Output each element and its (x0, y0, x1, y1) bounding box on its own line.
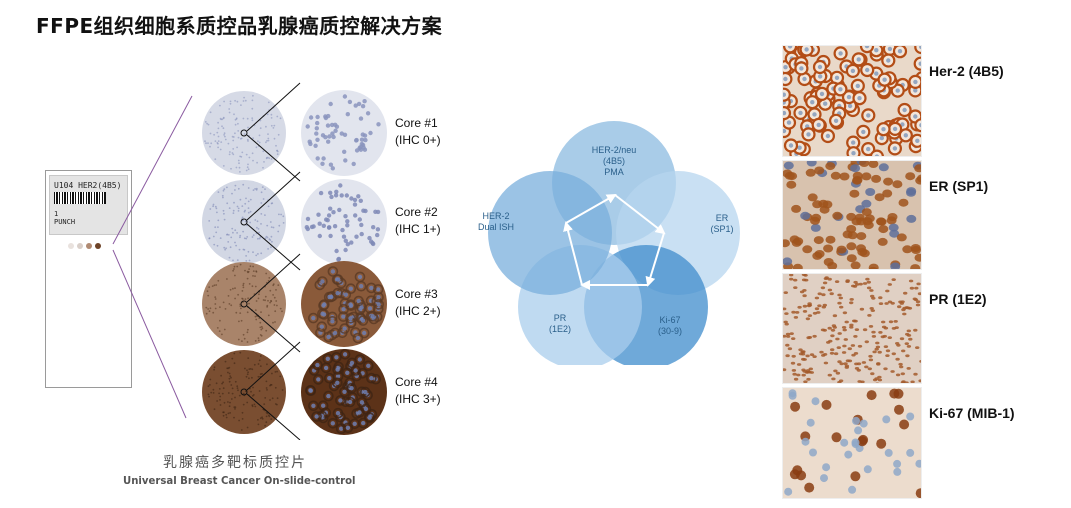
core-low-mag (202, 350, 286, 434)
core-label-4: Core #4 (IHC 3+) (395, 374, 441, 408)
slide-label-punch-text: PUNCH (54, 218, 76, 226)
stain-image (782, 387, 922, 499)
core-marker (240, 218, 248, 226)
venn-arrow (614, 194, 666, 235)
venn-label: ER(SP1) (710, 213, 734, 234)
slide-core-dot (77, 243, 83, 249)
venn-circles (488, 121, 740, 369)
stain-image (782, 45, 922, 157)
marker-venn-diagram: HER-2/neu(4B5)PMA ER(SP1) Ki-67(30-9) PR(1E… (470, 115, 760, 370)
core-score: (IHC 2+) (395, 304, 441, 318)
page-title: FFPE组织细胞系质控品乳腺癌质控解决方案 (36, 14, 443, 38)
venn-label: Ki-67(30-9) (657, 315, 682, 336)
core-low-mag (202, 91, 286, 175)
core-label-1: Core #1 (IHC 0+) (395, 115, 441, 149)
core-marker (240, 129, 248, 137)
core-score: (IHC 3+) (395, 392, 441, 406)
core-label-3: Core #3 (IHC 2+) (395, 286, 441, 320)
caption-english: Universal Breast Cancer On-slide-control (123, 474, 356, 487)
core-2 (202, 171, 387, 271)
core-4 (202, 341, 387, 440)
slide-cores (68, 243, 101, 249)
stain-marker-label: PR (1E2) (929, 291, 987, 307)
slide-label: U104 HER2(4B5) 1 PUNCH (49, 175, 128, 235)
slide-core-dot (95, 243, 101, 249)
venn-arrow (563, 221, 583, 286)
barcode-icon (54, 192, 106, 204)
core-low-mag (202, 262, 286, 346)
venn-arrow (645, 232, 665, 287)
stain-marker-label: ER (SP1) (929, 178, 989, 194)
core-name: Core #4 (395, 375, 438, 389)
zoom-line-bottom (112, 249, 187, 419)
core-marker (240, 388, 248, 396)
slide-core-dot (86, 243, 92, 249)
core-score: (IHC 0+) (395, 133, 441, 147)
slide-label-code: U104 HER2(4B5) (54, 181, 122, 190)
stain-marker-label: Her-2 (4B5) (929, 63, 1004, 79)
slide-label-number: 1 (54, 210, 59, 218)
slide-core-dot (68, 243, 74, 249)
stain-marker-label: Ki-67 (MIB-1) (929, 405, 1015, 421)
core-low-mag (202, 180, 286, 264)
core-3 (202, 253, 387, 353)
caption-chinese: 乳腺癌多靶标质控片 (163, 455, 307, 471)
stain-image (782, 160, 922, 270)
stain-image (782, 273, 922, 384)
venn-arrow (565, 194, 617, 224)
core-name: Core #2 (395, 205, 438, 219)
core-1 (202, 82, 387, 182)
core-high-mag (301, 179, 387, 265)
core-name: Core #1 (395, 116, 438, 130)
venn-circle (488, 171, 612, 295)
core-score: (IHC 1+) (395, 222, 441, 236)
slide-label-punch: 1 PUNCH (54, 210, 75, 226)
core-name: Core #3 (395, 287, 438, 301)
tissue-slide: U104 HER2(4B5) 1 PUNCH (45, 170, 132, 388)
zoom-line-top (112, 95, 193, 245)
venn-label: HER-2/neu(4B5)PMA (591, 145, 637, 177)
venn-label: PR(1E2) (548, 313, 571, 334)
core-marker (240, 300, 248, 308)
core-magnification-diagram (112, 82, 387, 440)
core-label-2: Core #2 (IHC 1+) (395, 204, 441, 238)
